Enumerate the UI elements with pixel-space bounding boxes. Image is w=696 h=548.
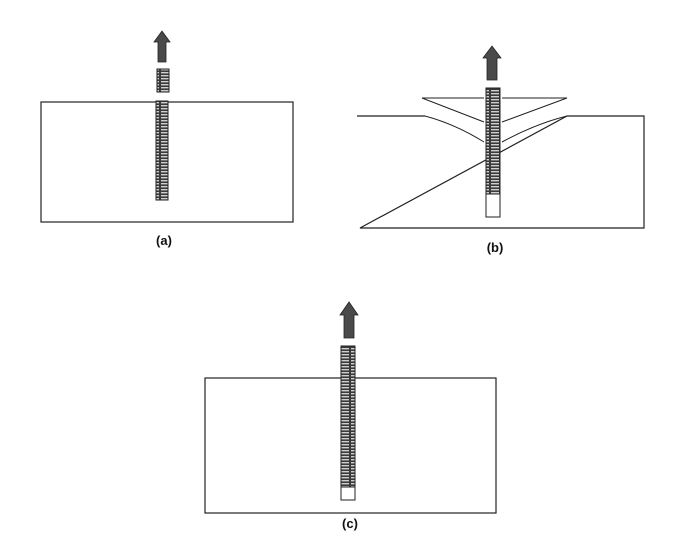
up-arrow-icon	[339, 301, 359, 339]
matrix-block	[357, 115, 645, 229]
panel-c: (c)	[204, 301, 497, 531]
panel-label-a: (a)	[156, 233, 172, 248]
up-arrow-icon	[482, 45, 502, 81]
up-arrow-icon	[153, 30, 171, 63]
panel-a: (a)	[40, 30, 294, 248]
fracture-crack	[424, 115, 568, 143]
embedded-fiber	[485, 87, 501, 195]
panel-label-c: (c)	[342, 516, 358, 531]
fiber-empty-socket	[485, 193, 501, 218]
panel-label-b: (b)	[487, 240, 504, 255]
embedded-fiber	[155, 100, 169, 201]
fracture-cone	[421, 97, 568, 123]
fiber-empty-socket	[340, 486, 356, 501]
embedded-fiber	[340, 345, 356, 488]
panel-b: (b)	[357, 45, 645, 255]
broken-fiber-fragment	[156, 68, 170, 93]
